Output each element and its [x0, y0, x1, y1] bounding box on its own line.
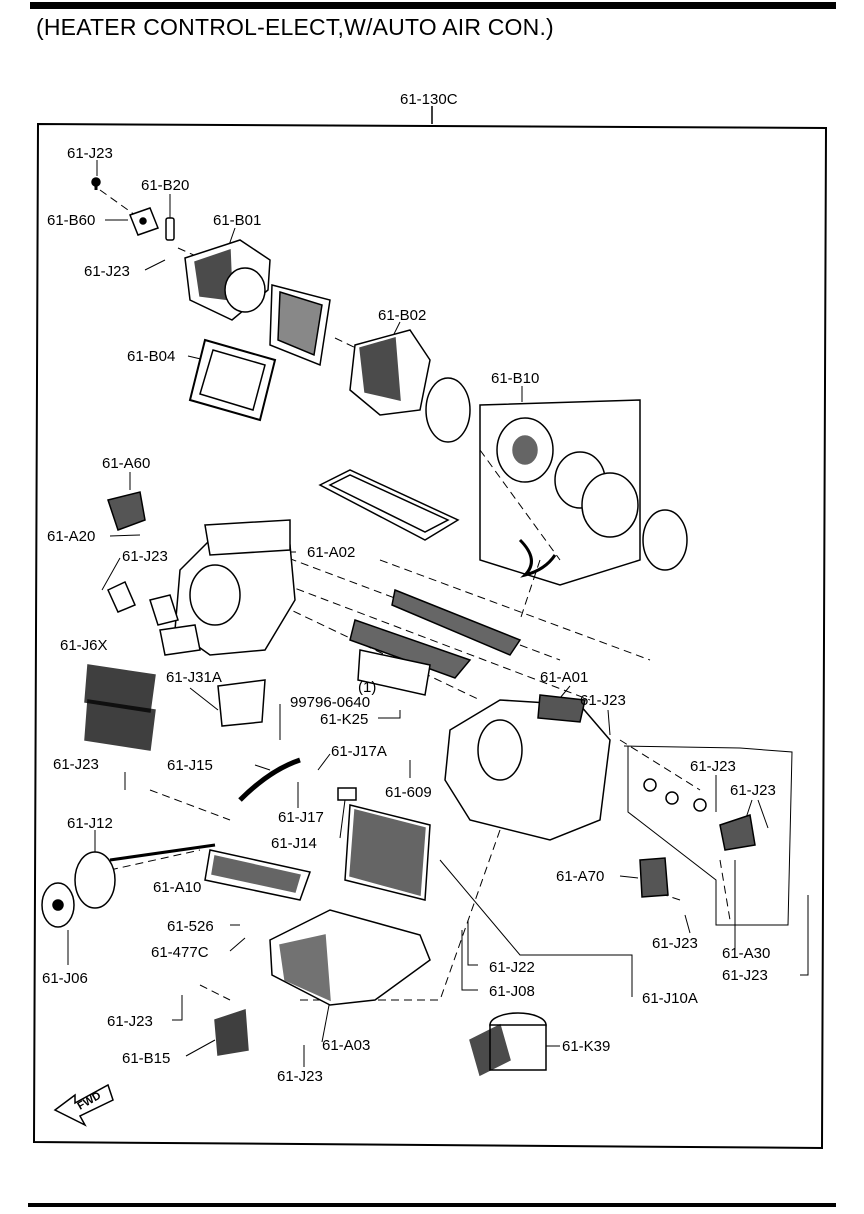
label-j17a: 61-J17A: [331, 743, 387, 760]
bottom-rule: [28, 1203, 836, 1207]
filter-frame: [318, 469, 460, 541]
filter-panel: [269, 284, 331, 367]
evap-plates: [349, 588, 522, 696]
label-j23-a20: 61-J23: [122, 548, 168, 565]
label-j23-a30: 61-J23: [722, 967, 768, 984]
label-j17: 61-J17: [278, 809, 324, 826]
label-b01: 61-B01: [213, 212, 261, 229]
label-b20: 61-B20: [141, 177, 189, 194]
parts: [41, 177, 756, 1077]
label-a03: 61-A03: [322, 1037, 370, 1054]
label-609: 61-609: [385, 784, 432, 801]
brackets-set: [107, 580, 201, 656]
main-case-a01: [444, 694, 611, 841]
label-526: 61-526: [167, 918, 214, 935]
label-j23-a70: 61-J23: [652, 935, 698, 952]
label-b02: 61-B02: [378, 307, 426, 324]
label-j10a: 61-J10A: [642, 990, 698, 1007]
label-477c: 61-477C: [151, 944, 209, 961]
label-k39: 61-K39: [562, 1038, 610, 1055]
label-j23-left: 61-J23: [53, 756, 99, 773]
page-title: (HEATER CONTROL-ELECT,W/AUTO AIR CON.): [36, 14, 554, 40]
label-j23-a01: 61-J23: [580, 692, 626, 709]
label-b10: 61-B10: [491, 370, 539, 387]
leader-lines: [67, 160, 809, 1067]
screw-j23-top: [91, 177, 101, 190]
label-j08: 61-J08: [489, 983, 535, 1000]
grommet-j06: [41, 882, 75, 928]
label-b60: 61-B60: [47, 212, 95, 229]
label-j12: 61-J12: [67, 815, 113, 832]
top-rule: [30, 2, 836, 9]
filters-j6x: [84, 664, 156, 751]
assembly-frame: [32, 122, 828, 1150]
label-a30: 61-A30: [722, 945, 770, 962]
core-evaporator: [344, 804, 431, 901]
sensor-k39: [469, 1012, 547, 1077]
lower-case-a03: [269, 909, 431, 1006]
label-k25: 61-K25: [320, 711, 368, 728]
blower-box-b10: [479, 399, 688, 586]
actuator-a60: [107, 491, 146, 531]
label-j6x: 61-J6X: [60, 637, 108, 654]
label-j15: 61-J15: [167, 757, 213, 774]
part-labels: 61-130C 61-J23 61-B20 61-B60 61-B01 61-J…: [42, 91, 776, 1085]
label-j23-right1: 61-J23: [690, 758, 736, 775]
label-a60: 61-A60: [102, 455, 150, 472]
pad-j31a: [217, 679, 266, 727]
label-j31a: 61-J31A: [166, 669, 222, 686]
label-j23-bottom: 61-J23: [277, 1068, 323, 1085]
label-b15: 61-B15: [122, 1050, 170, 1067]
label-j14: 61-J14: [271, 835, 317, 852]
label-j23-b01: 61-J23: [84, 263, 130, 280]
forward-arrow-icon: FWD: [53, 1083, 114, 1127]
seal-b04: [188, 338, 277, 422]
inlet-housing-b01: [184, 239, 271, 321]
label-j23-right2: 61-J23: [730, 782, 776, 799]
label-j23-b15: 61-J23: [107, 1013, 153, 1030]
label-61-130c: 61-130C: [400, 91, 458, 108]
alignment-lines: [99, 189, 731, 1001]
label-j22: 61-J22: [489, 959, 535, 976]
label-a02: 61-A02: [307, 544, 355, 561]
label-99796-0640: 99796-0640: [290, 694, 370, 711]
housing-b02: [349, 329, 471, 443]
label-a20: 61-A20: [47, 528, 95, 545]
heater-pipe-j15: [238, 757, 301, 802]
label-qty: (1): [358, 679, 376, 696]
motor-j12: [74, 851, 116, 909]
bracket-b60: [129, 207, 159, 236]
label-j23-top: 61-J23: [67, 145, 113, 162]
heater-core-a10: [109, 843, 311, 901]
label-a10: 61-A10: [153, 879, 201, 896]
bracket-b15: [214, 1008, 249, 1056]
resistor-a70: [639, 857, 669, 898]
main-case-a02: [174, 519, 296, 656]
label-a01: 61-A01: [540, 669, 588, 686]
pin-b20: [165, 217, 175, 241]
clip-j14: [337, 787, 357, 801]
label-b04: 61-B04: [127, 348, 175, 365]
label-j06: 61-J06: [42, 970, 88, 987]
label-a70: 61-A70: [556, 868, 604, 885]
link-set-a30: [643, 778, 756, 851]
